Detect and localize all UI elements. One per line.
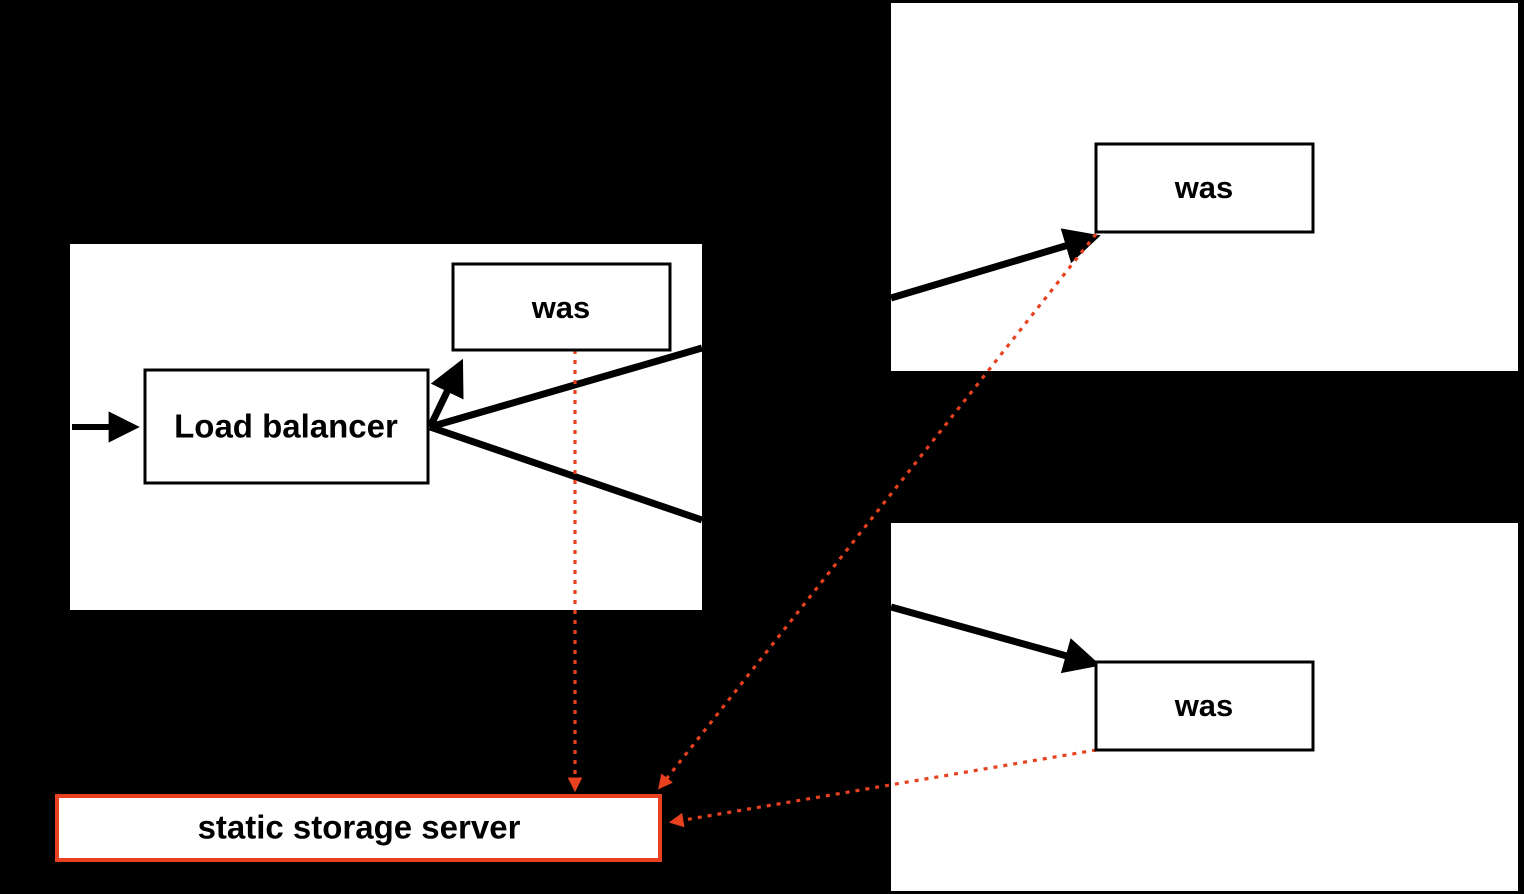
was-bottom-right-label: was [1174,688,1234,723]
load-balancer-label: Load balancer [174,408,398,445]
lb-to-was-top-right-segment-b [889,228,1101,302]
load-balancer-box[interactable] [143,368,430,485]
node-was-left[interactable]: was [451,262,672,352]
node-was-top-right[interactable]: was [1094,142,1315,234]
was-left-label: was [531,290,591,325]
node-static-storage-server[interactable]: static storage server [55,794,662,862]
lb-to-was-left-arrow [426,358,464,429]
was-bottom-right-to-storage-line [668,748,1097,828]
static-storage-server-label: static storage server [198,809,521,846]
static-storage-server-box[interactable] [55,794,662,862]
node-was-bottom-right[interactable]: was [1094,660,1315,752]
was-top-right-box[interactable] [1094,142,1315,234]
was-left-box[interactable] [451,262,672,352]
lb-to-was-top-right-segment-a [429,344,703,431]
lb-to-was-bottom-right-segment-a [428,423,704,524]
was-top-right-label: was [1174,170,1234,205]
was-top-right-to-storage-line [658,233,1098,790]
node-load-balancer[interactable]: Load balancer [143,368,430,485]
lb-to-was-bottom-right-segment-b [890,603,1101,674]
was-bottom-right-box[interactable] [1094,660,1315,752]
